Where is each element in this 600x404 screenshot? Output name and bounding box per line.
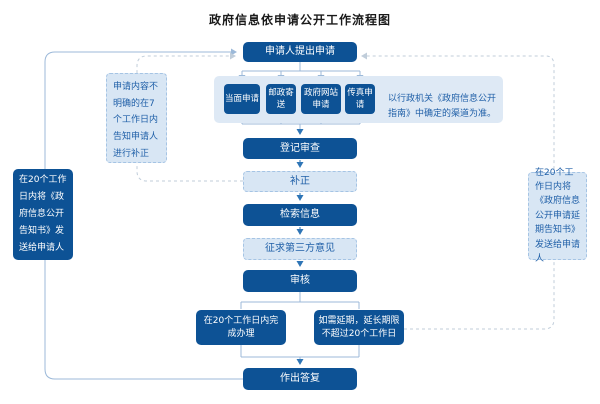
notify-reply-note: 在20个工作日内将《政府信息公开告知书》发送给申请人 bbox=[13, 169, 73, 260]
node-channel-website: 政府网站申请 bbox=[301, 84, 341, 114]
node-channel-fax: 传真申请 bbox=[345, 84, 375, 114]
node-complete: 在20个工作日内完成办理 bbox=[196, 310, 286, 345]
notify-extend-note: 在20个工作日内将《政府信息公开申请延期告知书》 发送给申请人 bbox=[528, 168, 587, 264]
node-third-party: 征求第三方意见 bbox=[243, 238, 357, 260]
node-extend: 如需延期，延长期限不超过20个工作日 bbox=[314, 310, 404, 345]
node-amend: 补正 bbox=[243, 171, 357, 192]
amend-note: 申请内容不明确的在7个工作日内告知申请人进行补正 bbox=[106, 73, 167, 163]
node-channel-mail: 邮政寄送 bbox=[266, 84, 296, 114]
node-search: 检索信息 bbox=[243, 204, 357, 226]
page-title: 政府信息依申请公开工作流程图 bbox=[208, 13, 391, 27]
node-apply: 申请人提出申请 bbox=[243, 42, 357, 62]
channels-note: 以行政机关《政府信息公开指南》中确定的渠道为准。 bbox=[388, 94, 497, 119]
node-channel-inperson: 当面申请 bbox=[224, 84, 260, 114]
node-register: 登记审查 bbox=[243, 138, 357, 159]
node-reply: 作出答复 bbox=[243, 368, 357, 390]
node-review: 审核 bbox=[243, 270, 357, 292]
